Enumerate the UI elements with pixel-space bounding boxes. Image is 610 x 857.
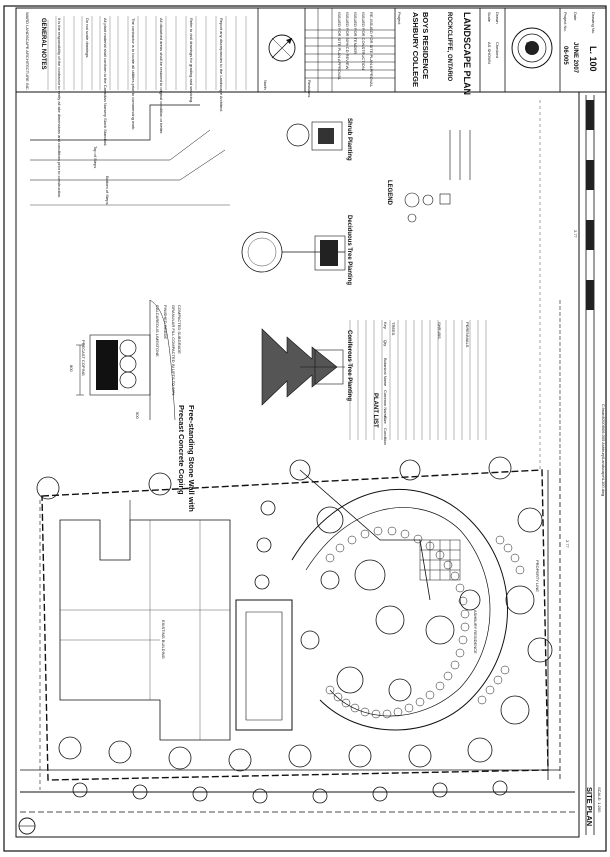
wall-detail bbox=[76, 299, 176, 421]
shrubs-heading: SHRUBS bbox=[437, 322, 442, 339]
checked-label: Checked bbox=[495, 42, 500, 58]
residence-label: ASHBURY RESIDENCE bbox=[473, 610, 478, 654]
date-label: Date bbox=[573, 12, 578, 21]
shrub-title: Shrub Planting bbox=[346, 118, 352, 161]
revision-2: ISSUED FOR 50% CD REVIEW bbox=[345, 12, 350, 70]
general-note-6: Refer to civil drawings for grading and … bbox=[189, 18, 194, 104]
site-plan-title-mark bbox=[18, 817, 36, 835]
wall-title-1: Free-standing Stone Wall with bbox=[187, 405, 196, 512]
plant-col-common: Common Name bbox=[383, 390, 388, 419]
wall-dim-2: 500 bbox=[135, 412, 140, 419]
legend-symbols bbox=[404, 130, 471, 223]
conifer-title: Coniferous Tree Planting bbox=[346, 330, 352, 402]
revision-3: ISSUED FOR TENDER bbox=[353, 12, 358, 54]
plant-col-qty: Qty bbox=[383, 340, 388, 347]
wall-label-grade: FINISHED GRADE bbox=[163, 305, 168, 340]
project-name-1: ASHBURY COLLEGE bbox=[411, 12, 420, 88]
general-notes-heading: GENERAL NOTES bbox=[40, 18, 46, 70]
wall-label-fill: GRANULAR FILL COMPACTED IN LIFTS TO 98% bbox=[171, 305, 176, 396]
site-plan-scale: SCALE: 1:200 bbox=[597, 787, 602, 813]
scale-label: Scale bbox=[487, 12, 492, 23]
scale-value: AS SHOWN bbox=[487, 42, 492, 64]
stairs-top-label: Top of Steps bbox=[93, 146, 98, 169]
project-no-label: Project No. bbox=[563, 12, 568, 32]
revision-1: ISSUED FOR SITE PLAN APPROVAL bbox=[337, 12, 342, 81]
drawn-label: Drawn bbox=[495, 12, 500, 24]
plan-trees bbox=[36, 456, 553, 804]
general-note-2: Do not scale drawings. bbox=[85, 18, 90, 59]
plant-col-size: Size bbox=[383, 416, 388, 424]
plant-list-table bbox=[349, 320, 487, 440]
handwriting-note-1: 2.77 bbox=[573, 230, 578, 238]
project-label: Project bbox=[397, 12, 402, 25]
stamp-seal bbox=[511, 27, 553, 69]
general-note-1: It is the responsibility of the contract… bbox=[57, 18, 62, 199]
general-note-3: All plant material shall conform to the … bbox=[103, 18, 108, 147]
plan-shrubs bbox=[325, 526, 525, 719]
shrub-detail bbox=[286, 121, 343, 151]
revisions-title: Revisions bbox=[307, 80, 312, 98]
site-plan-title: SITE PLAN bbox=[585, 787, 594, 827]
general-note-4: The contractor is to locate all utilitie… bbox=[131, 18, 136, 131]
north-arrow-icon bbox=[268, 34, 296, 62]
general-note-5: All disturbed areas shall be restored to… bbox=[159, 18, 164, 135]
project-no: 06-005 bbox=[562, 46, 568, 65]
wall-label-coping: PRECAST COPING bbox=[81, 340, 86, 376]
deciduous-title: Deciduous Tree Planting bbox=[346, 215, 352, 286]
date-value: JUNE 2007 bbox=[572, 42, 578, 74]
file-path: C:\ward\2006\06-005 Ashbury\Landscape\L1… bbox=[601, 404, 606, 497]
property-line-label: PROPERTY LINE bbox=[535, 560, 540, 592]
deciduous-detail bbox=[241, 231, 346, 273]
drawing-title: LANDSCAPE PLAN bbox=[462, 12, 472, 96]
plant-col-key: Key bbox=[383, 322, 388, 329]
wall-label-limestone: CALCAREOUS LIMESTONE bbox=[155, 305, 160, 357]
wall-title-2: Precast Concrete Coping bbox=[177, 405, 186, 495]
handwriting-note-2: 2.77 bbox=[565, 540, 570, 548]
general-note-7: Report any discrepancies to the Landscap… bbox=[219, 18, 224, 113]
stamp-text: OALA bbox=[525, 42, 530, 53]
stairs-bottom-label: Bottom of Steps bbox=[105, 176, 110, 205]
plant-col-botanical: Botanical Name bbox=[383, 358, 388, 387]
plant-col-condition: Condition bbox=[383, 428, 388, 445]
firm-name: WARD LANDSCAPE ARCHITECTURE INC. bbox=[25, 12, 30, 91]
plant-list-heading: PLANT LIST bbox=[372, 393, 378, 428]
drawing-no-label: Drawing No. bbox=[591, 12, 596, 35]
conifer-detail bbox=[261, 328, 345, 406]
trees-heading: TREES bbox=[391, 322, 396, 336]
existing-building-label: EXISTING BUILDING bbox=[161, 620, 166, 659]
site-plan bbox=[20, 100, 575, 813]
north-label: North bbox=[263, 80, 268, 90]
project-location: ROCKCLIFFE, ONTARIO bbox=[446, 12, 452, 82]
wall-dim-1: 800 bbox=[69, 365, 74, 372]
title-block bbox=[15, 7, 607, 93]
revision-4: ISSUED FOR CONSTRUCTION bbox=[361, 12, 366, 70]
legend-heading: LEGEND bbox=[386, 180, 392, 206]
scale-ruler bbox=[585, 95, 595, 835]
wall-label-subgrade: COMPACTED SUBGRADE bbox=[177, 305, 182, 354]
perennials-heading: PERENNIALS bbox=[465, 322, 470, 348]
revision-5: RE-ISSUED FOR SITE PLAN APPROVAL bbox=[369, 12, 374, 88]
project-name-2: BOYS RESIDENCE bbox=[421, 12, 430, 80]
drawing-no: L. 100 bbox=[588, 46, 598, 72]
